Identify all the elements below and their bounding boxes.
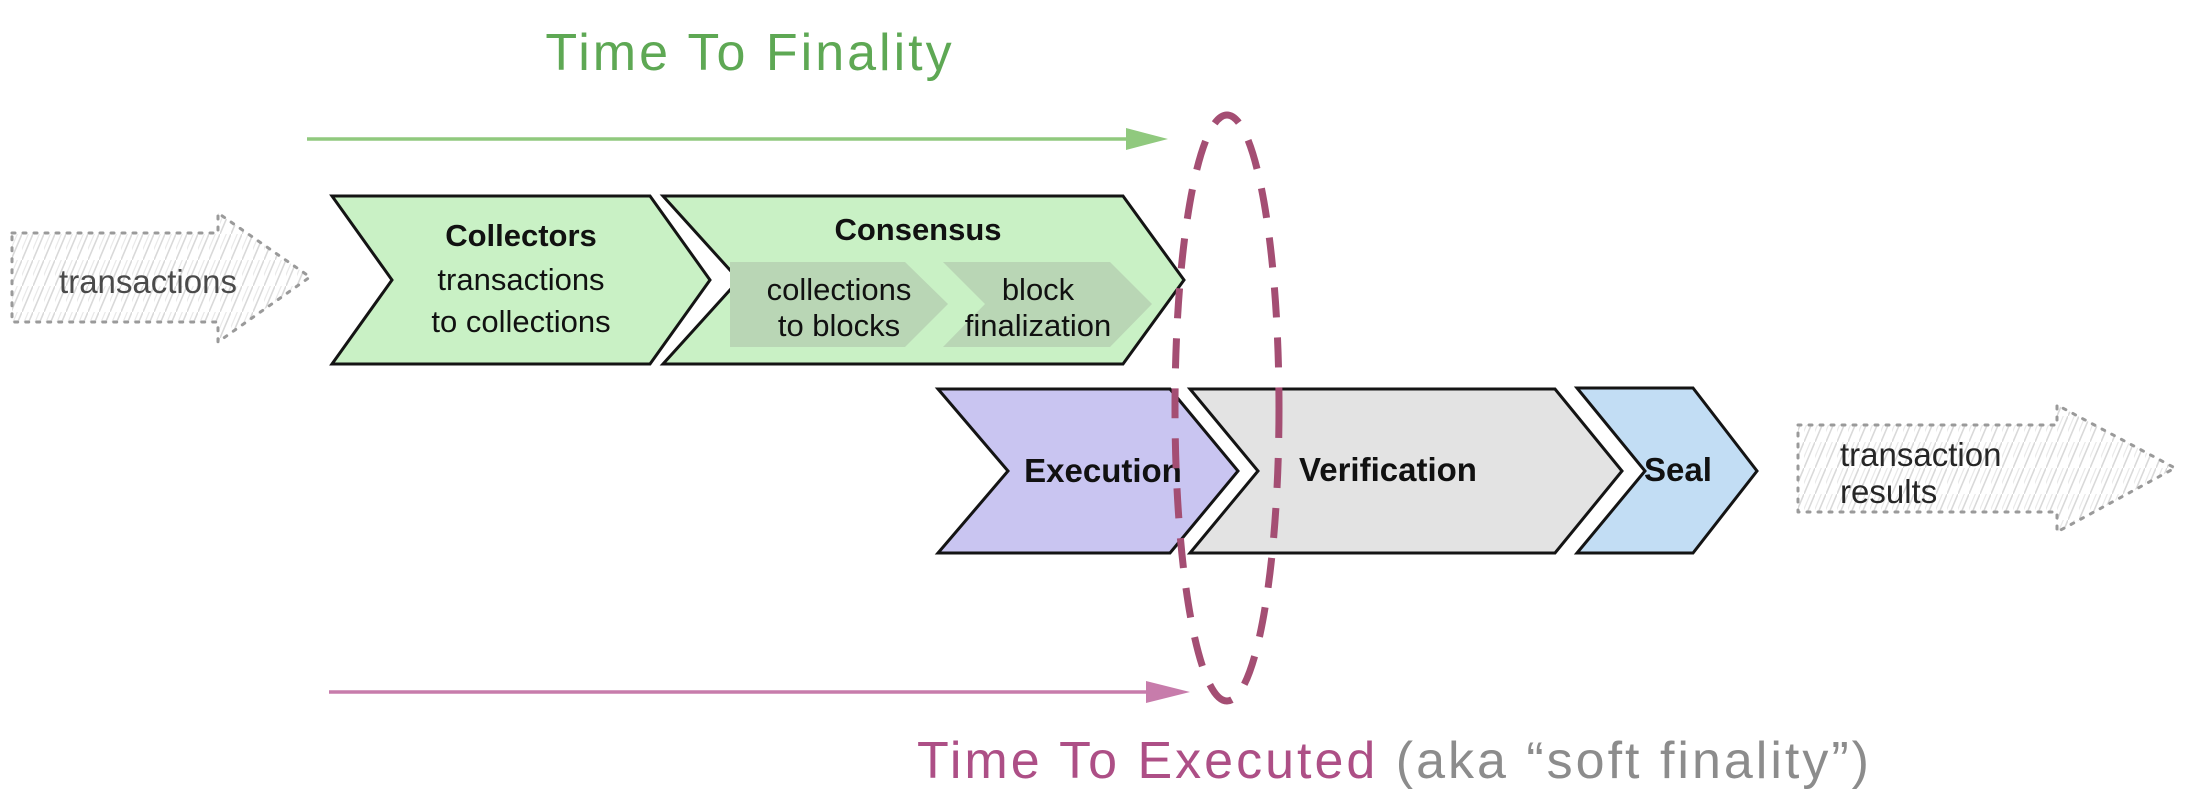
stage-consensus: Consensus collections to blocks block fi… <box>659 194 1186 366</box>
consensus-substage-2-shape <box>943 262 1152 347</box>
collectors-shape <box>329 194 712 366</box>
time-to-finality-title: Time To Finality <box>545 24 954 82</box>
time-to-executed-title: Time To Executed (aka “soft finality”) <box>917 732 1872 790</box>
verification-shape <box>1186 387 1624 555</box>
transactions-input-arrow: transactions <box>10 211 312 344</box>
results-arrow-shape <box>1796 403 2177 534</box>
finality-arrowhead-icon <box>1126 128 1168 150</box>
verification-label: Verification <box>1299 451 1477 488</box>
consensus-substage-1-shape <box>730 262 948 347</box>
transactions-arrow-shape <box>10 211 312 344</box>
consensus-substage-1-line1: collections <box>767 272 912 307</box>
execution-label: Execution <box>1024 452 1182 489</box>
results-output-arrow: transaction results <box>1796 403 2177 534</box>
time-to-executed-main: Time To Executed <box>917 732 1378 790</box>
transactions-input-label: transactions <box>59 263 237 300</box>
soft-finality-ellipse <box>1171 111 1283 705</box>
collectors-line1: transactions <box>437 262 604 297</box>
executed-arrowhead-icon <box>1146 681 1190 703</box>
collectors-line2: to collections <box>431 304 610 339</box>
execution-shape <box>934 387 1240 555</box>
stage-collectors: Collectors transactions to collections <box>329 194 712 366</box>
seal-label: Seal <box>1644 451 1712 488</box>
consensus-substage-2-line2: finalization <box>965 308 1111 343</box>
results-label-line1: transaction <box>1840 436 2001 473</box>
consensus-substage-1-line2: to blocks <box>778 308 900 343</box>
consensus-title: Consensus <box>834 212 1001 247</box>
consensus-substage-2-line1: block <box>1002 272 1075 307</box>
time-to-executed-suffix: (aka “soft finality”) <box>1396 732 1872 790</box>
stage-seal: Seal <box>1573 386 1759 555</box>
seal-shape <box>1573 386 1759 555</box>
results-label-line2: results <box>1840 473 1937 510</box>
collectors-title: Collectors <box>445 218 597 253</box>
stage-execution: Execution <box>934 387 1240 555</box>
stage-verification: Verification <box>1186 387 1624 555</box>
